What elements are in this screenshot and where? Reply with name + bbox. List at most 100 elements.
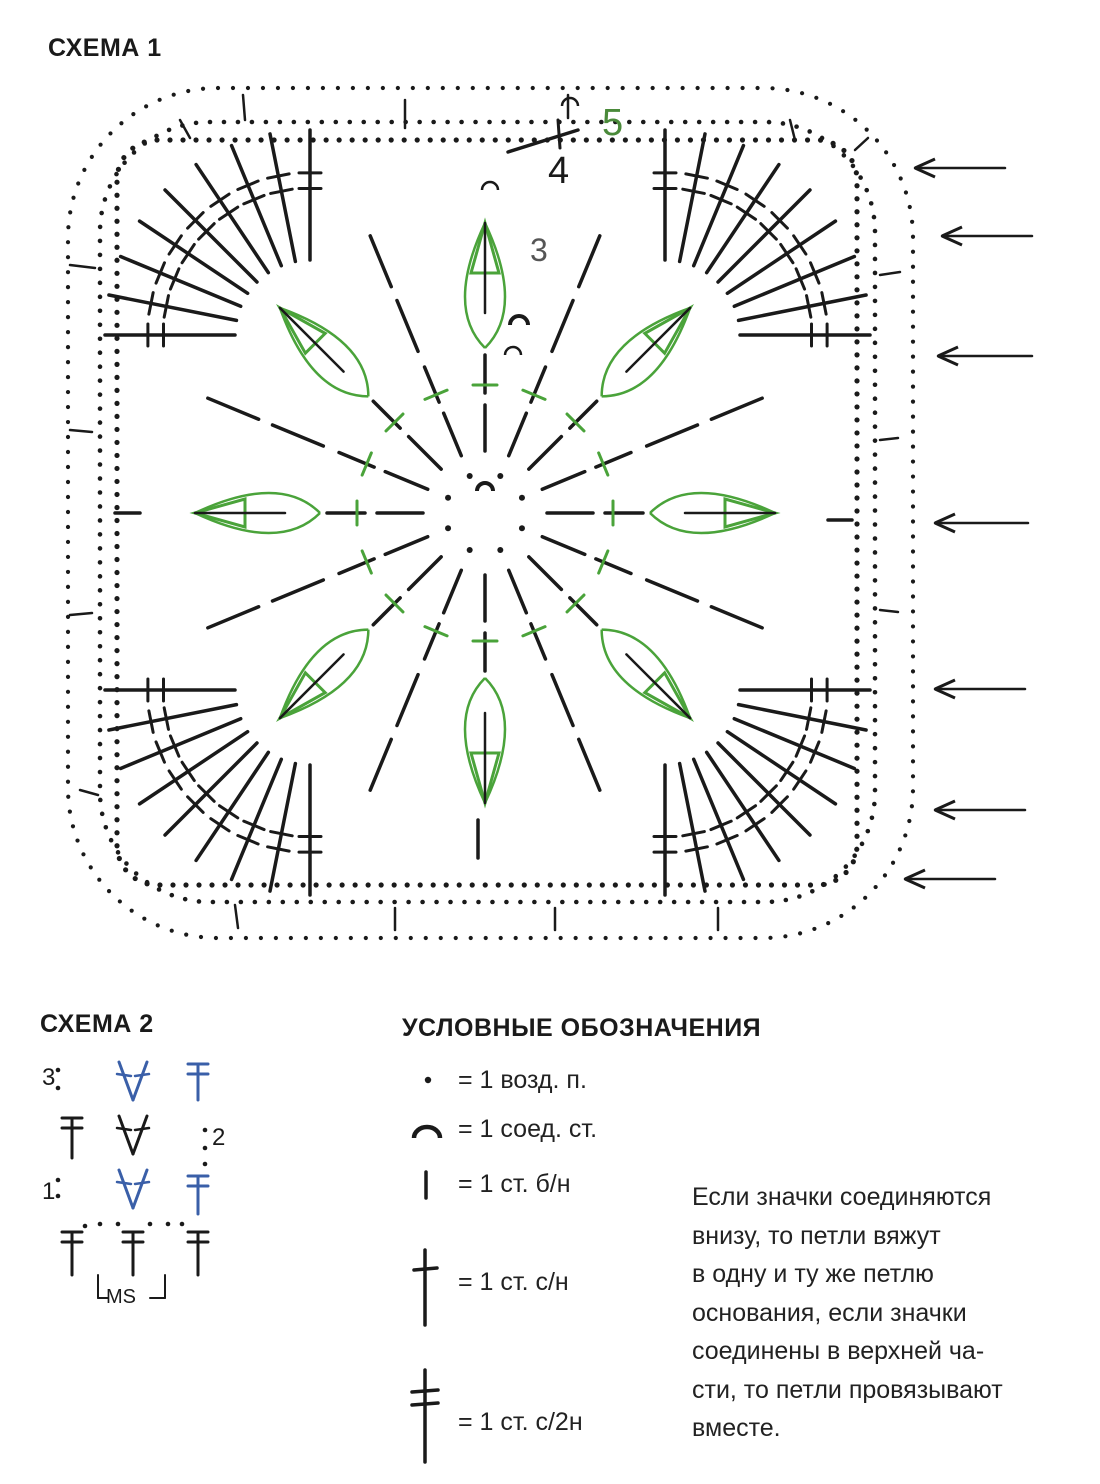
treble-crochet-stitch [297, 128, 323, 262]
chain-dot [521, 882, 527, 888]
chain-dot [193, 120, 199, 126]
chain-dot [515, 119, 520, 125]
chain-dot [588, 935, 593, 941]
stitch-post [725, 729, 838, 806]
chain-dot [910, 639, 916, 644]
chain-dot [114, 322, 120, 328]
stitch-crossbar [794, 267, 807, 291]
chain-dot [765, 137, 772, 143]
stitch-post [194, 750, 271, 863]
chain-dot [65, 629, 71, 634]
chain-dot [65, 734, 71, 739]
double-crochet-stitch [371, 596, 402, 627]
chain-dot [114, 335, 120, 341]
v-stitch-leg [131, 1168, 149, 1210]
chain-dot [783, 897, 789, 903]
chain-dot [114, 674, 120, 680]
chain-dot [98, 142, 103, 147]
chain-dot [65, 404, 71, 410]
chain-dot [114, 309, 120, 315]
petal-stroke [194, 491, 321, 515]
chain-dot [65, 674, 71, 679]
treble-crochet-stitch [738, 677, 872, 703]
chain-dot [388, 137, 394, 143]
chain-dot [874, 138, 880, 143]
stitch-crossbar [162, 706, 170, 731]
chain-dot [179, 1221, 185, 1227]
single-crochet-stitch [68, 611, 94, 617]
stitch-post [716, 188, 812, 284]
treble-crochet-stitch [103, 322, 237, 348]
chain-dot [97, 392, 103, 397]
treble-crochet-stitch [677, 761, 709, 893]
chain-dot [708, 935, 713, 941]
chain-dot [326, 882, 332, 888]
chain-dot [839, 913, 844, 919]
stitch-column [189, 491, 425, 535]
stitch-crossbar [565, 593, 586, 614]
double-crochet-stitch [121, 1230, 145, 1277]
chain-dot [612, 882, 618, 888]
chain-dot [65, 479, 71, 485]
chain-dot [882, 873, 888, 878]
chain-dot [854, 560, 860, 566]
chain-dot [222, 882, 228, 888]
chain-dot [65, 599, 71, 604]
treble-crochet-stitch [229, 757, 284, 882]
chain-dot [910, 384, 916, 389]
chain-dot [910, 789, 916, 794]
chain-dot [182, 896, 188, 902]
v-stitch-leg [117, 1060, 135, 1102]
chain-dot [417, 882, 423, 888]
chain-dot [114, 765, 120, 771]
stitch-post [736, 702, 868, 732]
chain-dot [755, 882, 762, 888]
legend-double-crochet-symbol [412, 1248, 439, 1327]
chain-dot [114, 205, 120, 211]
chain-dot [854, 495, 860, 501]
stitch-post [268, 761, 298, 893]
treble-crochet-stitch [118, 254, 243, 309]
chain-dot [910, 324, 916, 329]
chain-dot [854, 300, 860, 306]
stitch-column [506, 568, 602, 792]
single-crochet-stitch [878, 270, 902, 277]
row-direction-arrow [913, 157, 1007, 179]
round-label-3: 3 [530, 232, 548, 268]
treble-crochet-stitch [266, 761, 298, 893]
chain-dot [97, 532, 103, 537]
stitch-post [725, 219, 838, 296]
chain-dot [202, 1145, 208, 1151]
chain-dot [872, 424, 878, 429]
stitch-column [276, 555, 443, 722]
chain-dot [245, 137, 251, 143]
chain-dot [872, 731, 878, 737]
treble-crochet-stitch [732, 716, 857, 771]
chain-dot [404, 882, 410, 888]
chain-dot [910, 459, 916, 464]
chain-dot [872, 592, 878, 597]
chain-dot [854, 430, 860, 436]
chain-dot [854, 820, 860, 826]
chain-dot [854, 469, 860, 475]
chain-dot [543, 935, 548, 941]
chain-dot [97, 490, 103, 495]
chain-dot [864, 187, 870, 193]
chain-dot [854, 664, 860, 670]
stitch-crossbar [770, 795, 789, 814]
double-crochet-stitch [529, 365, 548, 404]
chain-dot [854, 261, 860, 267]
slip-stitch-arc [503, 345, 523, 356]
single-crochet-stitch [68, 428, 94, 434]
chain-dot [75, 838, 80, 843]
chain-dot [487, 119, 492, 125]
chain-dot [558, 935, 563, 941]
chain-dot [910, 744, 916, 749]
chain-dot [320, 85, 326, 91]
chain-dot [768, 935, 773, 940]
chain-dot [854, 274, 860, 280]
chain-dot [144, 879, 150, 885]
stitch-crossbar [133, 1126, 151, 1132]
chain-dot [414, 137, 420, 143]
chain-dot [674, 137, 681, 143]
